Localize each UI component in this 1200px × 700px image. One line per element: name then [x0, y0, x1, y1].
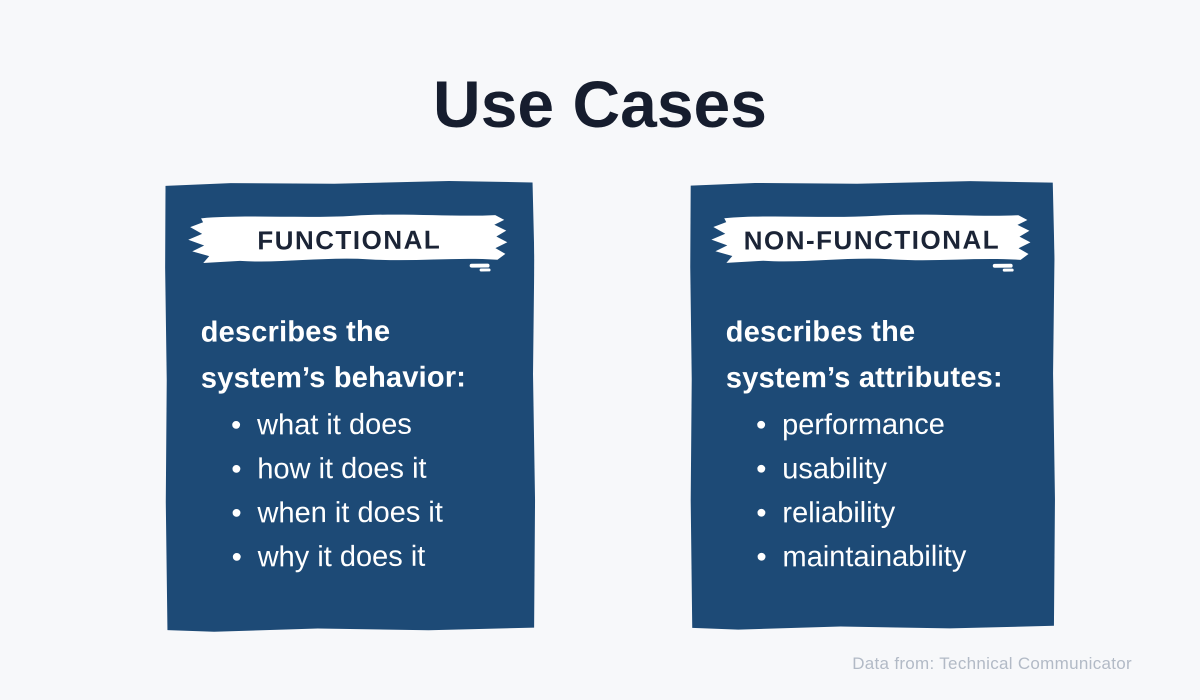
bullet-item: • maintainability — [756, 534, 1055, 579]
bullet-text: maintainability — [782, 540, 967, 574]
bullet-item: • performance — [756, 402, 1055, 447]
functional-label: FUNCTIONAL — [257, 224, 442, 255]
non-functional-card: NON-FUNCTIONAL describes the system’s at… — [689, 180, 1056, 630]
bullet-item: • usability — [756, 446, 1055, 491]
data-source-credit: Data from: Technical Communicator — [852, 654, 1132, 673]
bullet-dot-icon: • — [231, 453, 242, 486]
functional-card-body: describes the system’s behavior: • what i… — [201, 308, 536, 579]
bullet-text: how it does it — [257, 452, 427, 486]
bullet-dot-icon: • — [231, 541, 242, 574]
bullet-item: • reliability — [756, 490, 1055, 535]
heading-line: describes the — [200, 315, 391, 349]
bullet-item: • what it does — [231, 402, 535, 447]
page-title: Use Cases — [433, 67, 767, 141]
heading-line: describes the — [725, 315, 916, 349]
bullet-item: • when it does it — [231, 490, 535, 535]
bullet-dot-icon: • — [756, 541, 767, 574]
heading-line: system’s behavior: — [200, 361, 467, 395]
heading-line: system’s attributes: — [725, 361, 1003, 395]
bullet-text: what it does — [257, 408, 412, 442]
bullet-dot-icon: • — [756, 497, 767, 530]
bullet-text: usability — [782, 452, 888, 486]
brush-stroke-icon — [185, 206, 513, 273]
bullet-text: reliability — [782, 496, 896, 530]
non-functional-bullet-list: • performance • usability • reliability • ma… — [756, 402, 1056, 579]
non-functional-card-body: describes the system’s attributes: • perf… — [726, 308, 1056, 579]
functional-bullet-list: • what it does • how it does it • when it d… — [231, 402, 536, 579]
bullet-dot-icon: • — [756, 453, 767, 486]
non-functional-label-banner: NON-FUNCTIONAL — [708, 206, 1036, 273]
bullet-dot-icon: • — [231, 497, 242, 530]
non-functional-label: NON-FUNCTIONAL — [743, 224, 1001, 255]
bullet-text: why it does it — [257, 540, 426, 574]
bullet-item: • how it does it — [231, 446, 535, 491]
brush-stroke-icon — [708, 206, 1036, 273]
bullet-dot-icon: • — [231, 409, 242, 442]
functional-heading: describes the system’s behavior: — [201, 308, 535, 401]
non-functional-heading: describes the system’s attributes: — [726, 308, 1055, 401]
functional-card: FUNCTIONAL describes the system’s behavi… — [164, 180, 536, 633]
bullet-text: performance — [782, 408, 945, 442]
bullet-text: when it does it — [257, 496, 443, 530]
bullet-dot-icon: • — [756, 409, 767, 442]
functional-label-banner: FUNCTIONAL — [185, 206, 513, 273]
bullet-item: • why it does it — [232, 534, 536, 579]
